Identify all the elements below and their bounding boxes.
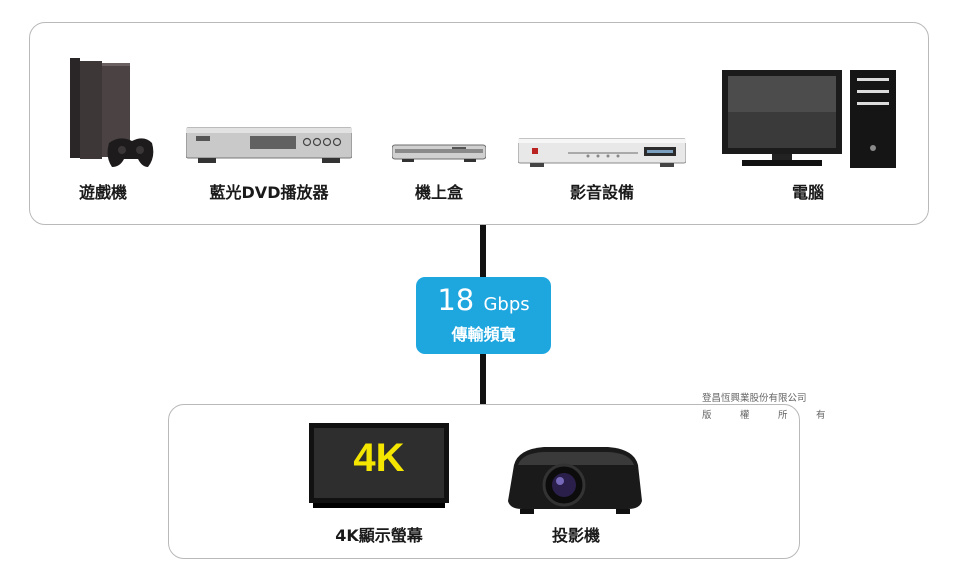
rights-char: 權: [740, 410, 751, 421]
game-console-label: 遊戲機: [78, 183, 128, 202]
speed-unit: Gbps: [483, 294, 530, 315]
rights-reserved: 版權所有: [702, 407, 854, 424]
speed-number: 18: [437, 283, 475, 317]
bandwidth-badge: 18 Gbps 傳輸頻寬: [416, 277, 551, 354]
4k-monitor-icon: 4K: [309, 423, 449, 510]
bluray-player-label: 藍光DVD播放器: [209, 183, 329, 202]
display-devices-panel: [168, 404, 800, 559]
rights-char: 所: [778, 410, 789, 421]
4k-monitor-label: 4K顯示螢幕: [335, 526, 423, 545]
bluray-player-icon: [186, 127, 352, 163]
computer-label: 電腦: [791, 183, 825, 202]
company-name: 登昌恆興業股份有限公司: [702, 393, 807, 404]
av-receiver-icon: [518, 138, 686, 167]
bandwidth-caption: 傳輸頻寬: [451, 325, 516, 344]
bandwidth-speed: 18 Gbps: [416, 283, 551, 322]
set-top-box-icon: [392, 144, 486, 162]
projector-label: 投影機: [551, 526, 601, 545]
rights-char: 版: [702, 410, 713, 421]
desktop-computer-icon: [722, 70, 896, 168]
hdmi-cable-upper: [480, 225, 486, 277]
av-equipment-label: 影音設備: [569, 183, 635, 202]
set-top-box-label: 機上盒: [414, 183, 464, 202]
rights-char: 有: [816, 410, 827, 421]
monitor-screen-text: 4K: [353, 436, 405, 480]
projector-icon: [508, 447, 642, 514]
game-console-icon: [70, 58, 154, 167]
copyright-notice: 登昌恆興業股份有限公司 版 權 所 有: [702, 390, 854, 424]
hdmi-cable-lower: [480, 354, 486, 404]
